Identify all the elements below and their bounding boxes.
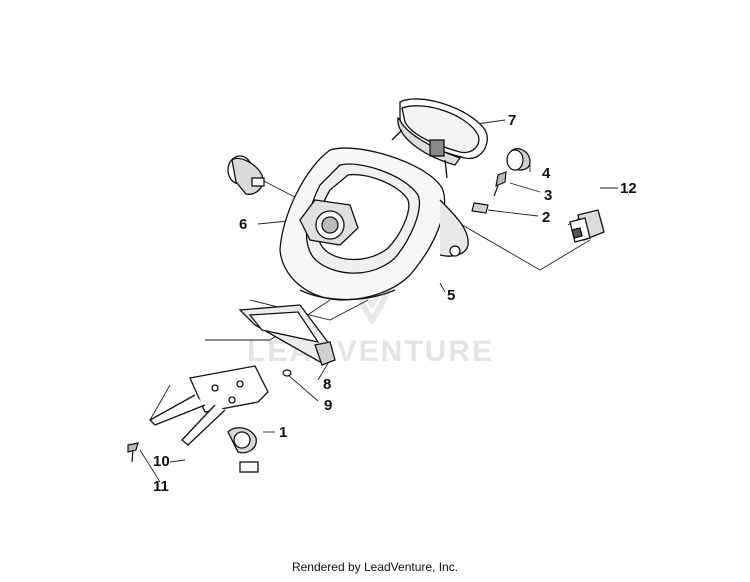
callout-7: 7 (508, 112, 516, 129)
callout-10: 10 (153, 453, 170, 470)
callout-12: 12 (620, 180, 637, 197)
callout-2: 2 (542, 209, 550, 226)
hardware-parts-2-3-4 (471, 148, 531, 214)
callout-4: 4 (542, 165, 551, 182)
callout-5: 5 (447, 287, 455, 304)
gauge-cluster-part (391, 98, 488, 179)
callout-11: 11 (153, 478, 169, 495)
switch-part-12 (569, 209, 605, 243)
bezel-frame-part (238, 304, 336, 366)
callout-3: 3 (544, 187, 552, 204)
switch-part-6 (227, 155, 359, 246)
callout-6: 6 (239, 216, 247, 233)
ignition-switch-part (227, 427, 259, 473)
footer-credit: Rendered by LeadVenture, Inc. (291, 560, 459, 574)
fastener-part-11 (127, 442, 139, 463)
screw-part-9 (282, 369, 292, 377)
callout-8: 8 (323, 376, 331, 393)
callout-labels: 1 2 3 4 5 6 7 8 9 10 11 12 (153, 112, 637, 495)
dash-housing-part (279, 147, 469, 301)
bracket-part (148, 365, 269, 446)
callout-9: 9 (324, 397, 332, 414)
callout-1: 1 (279, 424, 287, 441)
